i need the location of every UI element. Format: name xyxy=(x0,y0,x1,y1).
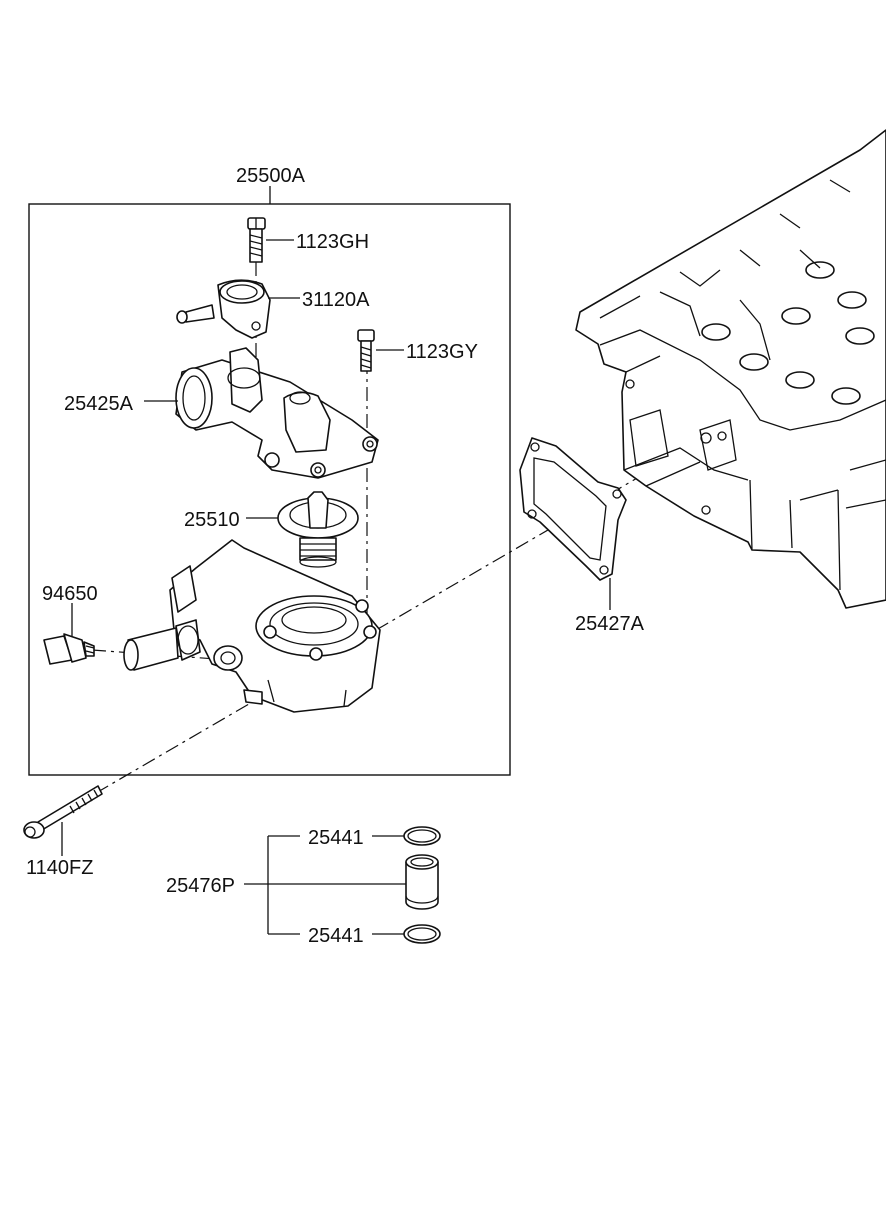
label-bolt-1123gh: 1123GH xyxy=(296,231,369,253)
label-gasket-25427a: 25427A xyxy=(575,613,645,635)
label-fitting-31120a: 31120A xyxy=(302,289,370,311)
label-assembly: 25500A xyxy=(236,165,306,187)
thermostat-housing xyxy=(123,539,381,713)
oring-top-25441 xyxy=(403,826,441,846)
thermostat-25510 xyxy=(277,491,359,568)
label-oring-bottom-25441: 25441 xyxy=(308,925,364,947)
bolt-1123gy xyxy=(357,329,375,372)
label-pipe-25476p: 25476P xyxy=(166,875,235,897)
label-thermostat-25510: 25510 xyxy=(184,509,240,531)
pipe-group-bracket xyxy=(244,835,406,935)
label-sensor-94650: 94650 xyxy=(42,583,98,605)
temp-sensor-94650 xyxy=(43,633,95,665)
bolt-1123gh xyxy=(247,217,266,263)
label-long-bolt-1140fz: 1140FZ xyxy=(26,857,93,879)
cylinder-head xyxy=(575,129,886,609)
long-bolt-1140fz xyxy=(23,785,103,839)
gasket-25427a xyxy=(519,437,627,581)
oring-bottom-25441 xyxy=(403,924,441,944)
pipe-25476p xyxy=(405,854,439,910)
label-housing-cover-25425a: 25425A xyxy=(64,393,134,415)
water-fitting-31120a xyxy=(176,279,271,339)
label-bolt-1123gy: 1123GY xyxy=(406,341,478,363)
label-oring-top-25441: 25441 xyxy=(308,827,364,849)
housing-cover-25425a xyxy=(175,347,379,479)
